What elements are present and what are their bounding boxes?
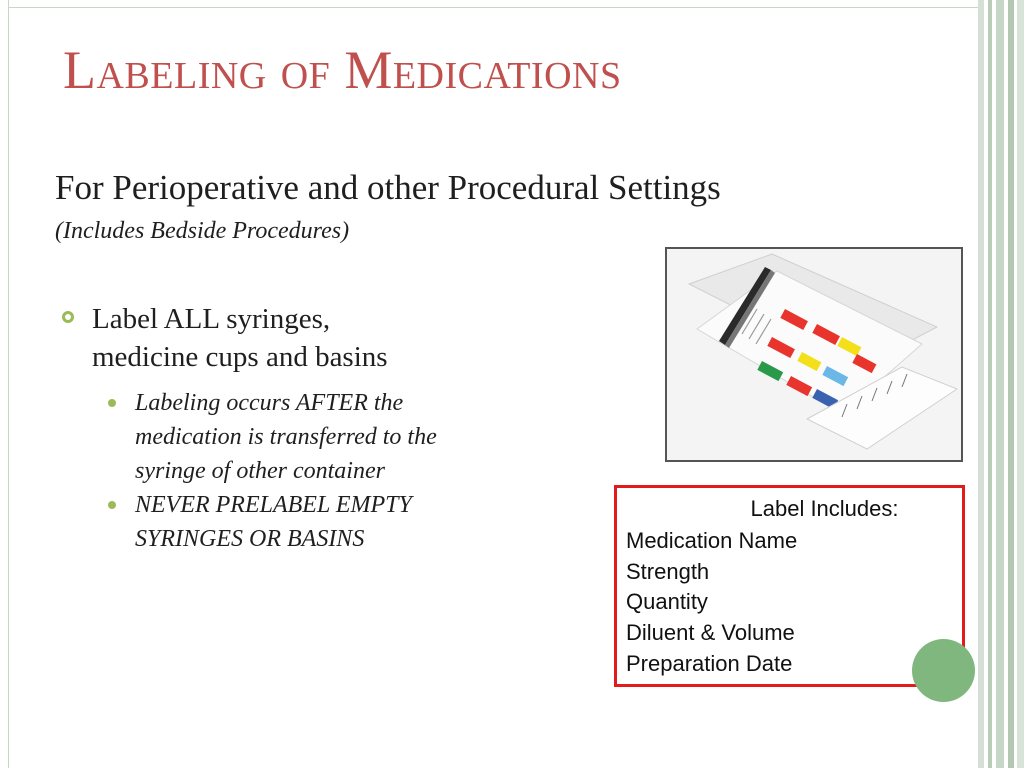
slide-border-left — [8, 0, 9, 768]
subbullet-item: Labeling occurs AFTER the medication is … — [60, 386, 560, 488]
decor-stripe — [988, 0, 992, 768]
label-includes-item: Quantity — [626, 589, 708, 615]
subbullet-text-line: SYRINGES OR BASINS — [135, 526, 365, 552]
label-includes-box: Label Includes: Medication Name Strength… — [614, 485, 965, 687]
label-includes-item: Diluent & Volume — [626, 620, 795, 646]
decor-stripe — [978, 0, 984, 768]
label-includes-header: Label Includes: — [750, 496, 899, 521]
label-packets-illustration — [667, 249, 961, 460]
decor-stripe — [996, 0, 1004, 768]
label-includes-item: Medication Name — [626, 528, 798, 553]
decor-stripe — [1008, 0, 1014, 768]
dot-bullet-icon — [108, 399, 116, 407]
decor-stripe — [1017, 0, 1024, 768]
subbullet-text-line: medication is transferred to the — [135, 424, 437, 450]
hollow-circle-bullet-icon — [62, 311, 74, 323]
slide-border-top — [8, 7, 980, 8]
subbullet-text-line: NEVER PRELABEL EMPTY — [135, 492, 412, 518]
subbullet-text-line: Labeling occurs AFTER the — [135, 390, 404, 416]
label-includes-list: Medication Name Strength Quantity Diluen… — [626, 526, 797, 680]
label-includes-item: Preparation Date — [626, 650, 793, 676]
bullet-text-line: Label ALL syringes, — [92, 303, 331, 335]
subbullet-text-line: syringe of other container — [135, 458, 385, 484]
slide-title: Labeling of Medications — [63, 40, 622, 100]
decor-circle — [912, 639, 975, 702]
label-includes-item: Strength — [626, 558, 710, 584]
medication-labels-photo — [665, 247, 963, 462]
slide-subnote: (Includes Bedside Procedures) — [55, 218, 350, 244]
bullet-item: Label ALL syringes, medicine cups and ba… — [60, 300, 560, 376]
dot-bullet-icon — [108, 501, 116, 509]
bullet-list: Label ALL syringes, medicine cups and ba… — [60, 300, 560, 556]
subbullet-item: NEVER PRELABEL EMPTY SYRINGES OR BASINS — [60, 488, 560, 556]
slide-subtitle: For Perioperative and other Procedural S… — [55, 168, 721, 207]
bullet-text-line: medicine cups and basins — [92, 341, 388, 373]
